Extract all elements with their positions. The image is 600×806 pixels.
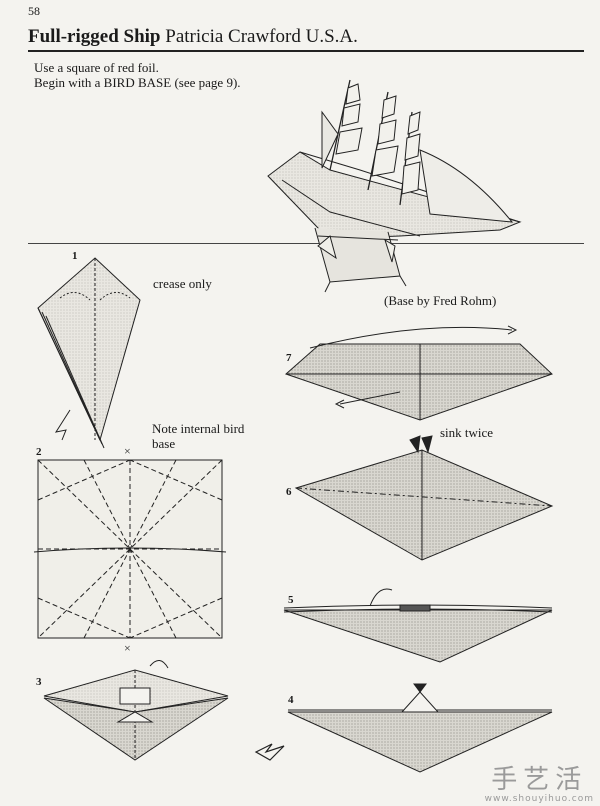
instruction-line: Use a square of red foil.	[34, 60, 159, 75]
step-number: 4	[288, 694, 294, 706]
watermark: 手艺活 www.shouyihuo.com	[485, 766, 594, 804]
sink-label: sink twice	[440, 425, 494, 440]
author-name: Patricia Crawford	[165, 26, 301, 47]
author-country: U.S.A.	[305, 26, 358, 47]
title-rule	[28, 50, 584, 52]
step-number: 3	[36, 676, 42, 688]
instructions: Use a square of red foil. Begin with a B…	[34, 60, 241, 90]
step-number: 6	[286, 486, 292, 498]
page-number: 58	[28, 4, 40, 18]
step-number: 5	[288, 594, 294, 606]
next-arrow	[254, 743, 285, 761]
step-number: 2	[36, 446, 42, 458]
step-number: 7	[286, 352, 292, 364]
step-1-diagram	[37, 257, 141, 449]
step-4-diagram	[287, 683, 553, 773]
svg-text:×: ×	[124, 641, 131, 655]
svg-text:×: ×	[124, 444, 131, 458]
watermark-main: 手艺活	[491, 765, 588, 795]
step-7-diagram	[285, 325, 553, 421]
step-number: 1	[72, 250, 78, 262]
step-6-diagram	[294, 435, 554, 561]
finished-ship-illustration	[267, 79, 522, 293]
step-2-diagram: × ×	[33, 444, 227, 655]
model-name: Full-rigged Ship	[28, 26, 161, 47]
watermark-url: www.shouyihuo.com	[484, 794, 594, 804]
step-5-diagram	[283, 588, 553, 663]
base-credit: (Base by Fred Rohm)	[384, 293, 497, 308]
step-caption: crease only	[153, 276, 212, 291]
section-rule	[28, 243, 584, 244]
step-3-diagram	[43, 660, 229, 761]
step-caption: Note internal bird base	[152, 421, 245, 451]
page-title: Full-rigged Ship Patricia Crawford U.S.A…	[28, 26, 358, 48]
instruction-line: Begin with a BIRD BASE (see page 9).	[34, 75, 241, 90]
